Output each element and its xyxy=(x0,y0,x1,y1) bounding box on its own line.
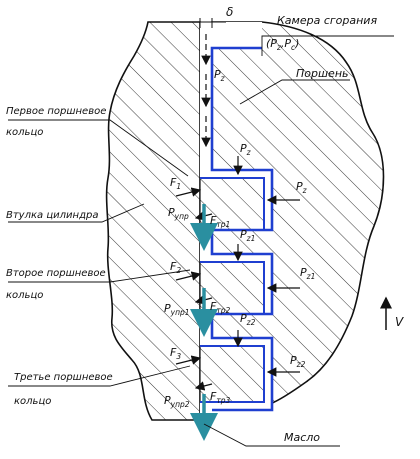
ring2-label-line2: кольцо xyxy=(6,290,43,301)
chamber-label-line1: Камера сгорания xyxy=(277,14,377,27)
ring1-leader xyxy=(8,119,189,177)
liner-leader xyxy=(8,203,145,223)
velocity-label: V xyxy=(395,315,404,329)
ring1-label-line1: Первое поршневое xyxy=(6,106,106,117)
pz1-groove2-side-label: Pz1 xyxy=(300,266,315,281)
pz2-groove3-top-label: Pz2 xyxy=(240,312,256,327)
chamber-leader xyxy=(261,35,394,56)
pz-top-label: Pz xyxy=(214,68,226,83)
chamber-label-line2: (Pz,Pc) xyxy=(266,37,299,52)
ring1-label-line2: кольцо xyxy=(6,127,43,138)
ftr2-label: Fтр2 xyxy=(210,300,230,315)
f1-arrow xyxy=(175,187,202,197)
pupr1-label: Pупр1 xyxy=(164,302,190,317)
ring3-leader xyxy=(8,365,191,387)
ring3-label-line2: кольцо xyxy=(14,396,51,407)
pupr2-arrow xyxy=(194,381,213,391)
f1-label: F1 xyxy=(170,176,181,191)
combustion-chamber xyxy=(212,22,262,48)
oil-label: Масло xyxy=(284,431,320,444)
pupr-label: Pупр xyxy=(168,206,189,221)
f3-label: F3 xyxy=(170,346,181,361)
cylinder-liner xyxy=(105,21,201,421)
pz-groove1-top-label: Pz xyxy=(240,142,252,157)
ftr3-label: Fтр3 xyxy=(210,390,230,405)
liner-label: Втулка цилиндра xyxy=(6,210,98,221)
f2-arrow xyxy=(175,271,202,281)
f2-label: F2 xyxy=(170,260,181,275)
ring2-label-line1: Второе поршневое xyxy=(6,268,106,279)
pz2-groove3-side-label: Pz2 xyxy=(290,354,306,369)
ring3-label-line1: Третье поршневое xyxy=(14,372,113,383)
delta-label: δ xyxy=(226,5,233,19)
pupr2-label: Pупр2 xyxy=(164,394,190,409)
f3-arrow xyxy=(175,355,202,365)
pz1-groove2-top-label: Pz1 xyxy=(240,228,255,243)
ring-inner-profile xyxy=(200,177,265,403)
ring2-leader xyxy=(8,269,191,283)
piston-label: Поршень xyxy=(296,67,349,80)
ftr1-label: Fтр1 xyxy=(210,214,230,229)
oil-leader xyxy=(203,423,340,447)
pz-groove1-side-label: Pz xyxy=(296,180,308,195)
piston-leader xyxy=(239,79,350,105)
